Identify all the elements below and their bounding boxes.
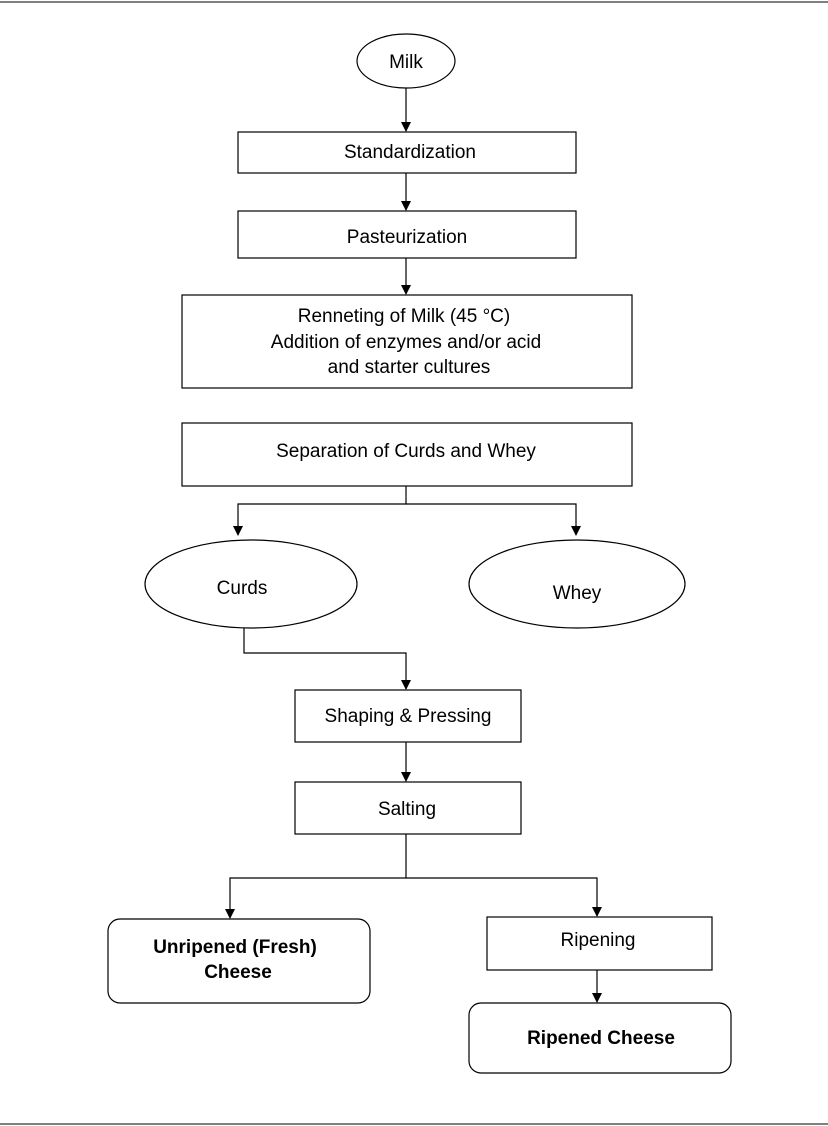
label-whey: Whey xyxy=(553,583,602,604)
label-curds: Curds xyxy=(217,578,268,599)
node-curds: Curds xyxy=(145,540,357,628)
label-standardization: Standardization xyxy=(344,142,476,163)
label-renneting-line1: Renneting of Milk (45 °C) xyxy=(298,306,510,327)
node-unripened-cheese: Unripened (Fresh) Cheese xyxy=(108,919,370,1003)
node-standardization: Standardization xyxy=(238,132,576,173)
node-salting: Salting xyxy=(295,782,521,834)
node-shaping-pressing: Shaping & Pressing xyxy=(295,690,521,742)
label-ripening: Ripening xyxy=(561,930,636,951)
node-renneting: Renneting of Milk (45 °C) Addition of en… xyxy=(182,295,632,388)
node-ripened-cheese: Ripened Cheese xyxy=(469,1003,731,1073)
label-milk: Milk xyxy=(389,52,423,73)
edge-separation-whey xyxy=(406,504,576,535)
node-pasteurization: Pasteurization xyxy=(238,211,576,258)
label-salting: Salting xyxy=(378,799,436,820)
edge-separation-curds xyxy=(238,486,406,535)
label-unripened-line2: Cheese xyxy=(204,962,272,983)
label-shaping: Shaping & Pressing xyxy=(325,706,492,727)
node-milk: Milk xyxy=(357,34,455,88)
label-pasteurization: Pasteurization xyxy=(347,227,467,248)
label-renneting-line3: and starter cultures xyxy=(328,357,491,378)
label-separation: Separation of Curds and Whey xyxy=(276,441,536,462)
edge-salting-ripening xyxy=(406,878,597,916)
node-separation: Separation of Curds and Whey xyxy=(182,423,632,486)
node-whey: Whey xyxy=(469,540,685,628)
label-renneting-line2: Addition of enzymes and/or acid xyxy=(271,332,541,353)
edge-salting-unripened xyxy=(230,834,406,918)
label-unripened-line1: Unripened (Fresh) xyxy=(153,937,317,958)
edge-curds-shaping xyxy=(244,628,406,689)
node-ripening: Ripening xyxy=(487,917,712,970)
label-ripened: Ripened Cheese xyxy=(527,1028,675,1049)
